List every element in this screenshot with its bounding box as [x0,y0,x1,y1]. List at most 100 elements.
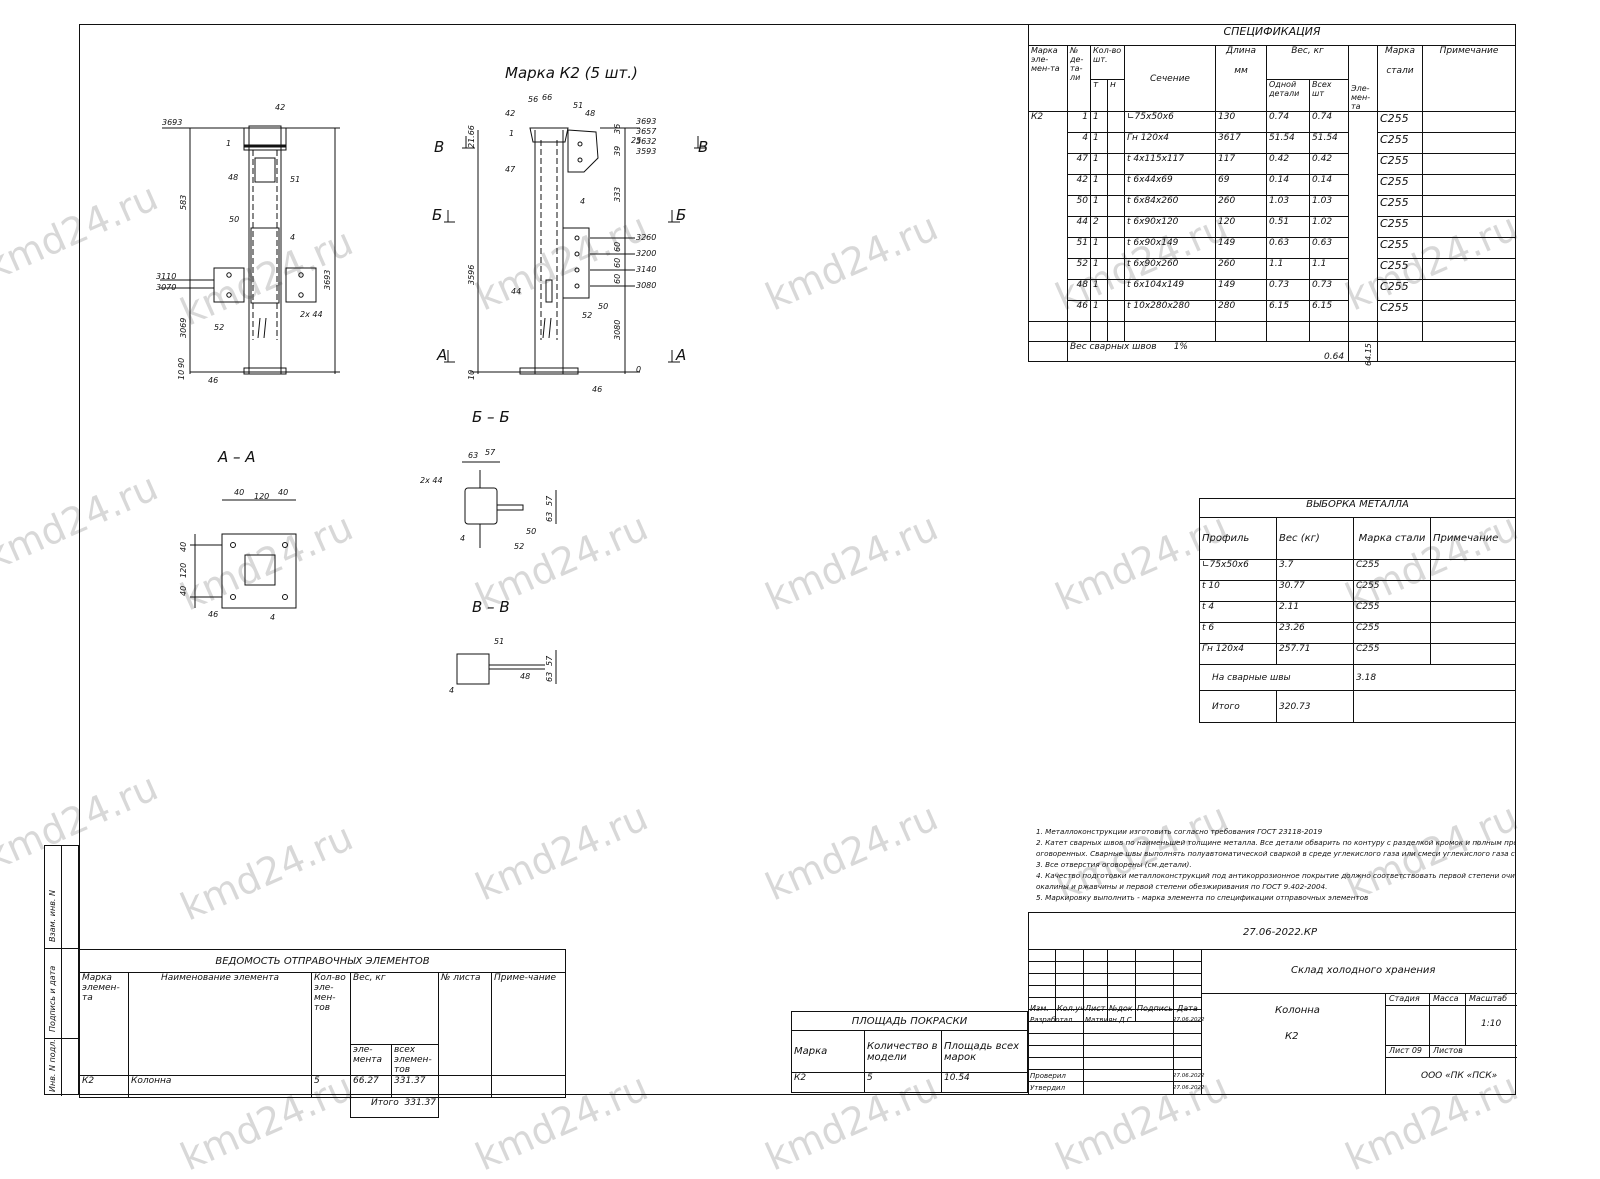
svg-text:2х 44: 2х 44 [420,476,443,485]
svg-text:3693: 3693 [162,118,182,127]
svg-text:50: 50 [526,527,536,536]
svg-text:3200: 3200 [636,249,656,258]
svg-text:Б: Б [432,206,442,224]
drawing-views: 3693 583 3693 3110 3070 3069 90 10 42 1 … [156,64,708,695]
svg-text:39: 39 [613,146,622,156]
svg-text:90: 90 [177,358,186,368]
section-vv [456,650,557,685]
metal-selection-table: ВЫБОРКА МЕТАЛЛА Профиль Вес (кг) Марка с… [1199,498,1516,723]
svg-text:40: 40 [179,542,188,552]
svg-text:56: 56 [528,95,538,104]
svg-text:А: А [436,346,447,364]
note-line: 4. Качество подготовки металлоконструкци… [1036,871,1516,880]
svg-text:3080: 3080 [613,320,622,340]
note-line: оговоренных. Сварные швы выполнять полуа… [1036,849,1516,858]
svg-text:52: 52 [214,323,224,332]
svg-text:1: 1 [509,129,514,138]
svg-text:42: 42 [505,109,515,118]
svg-text:66: 66 [542,93,552,102]
svg-text:50: 50 [229,215,239,224]
svg-text:60: 60 [613,258,622,268]
svg-text:583: 583 [179,195,188,210]
svg-text:42: 42 [275,103,285,112]
section-bb [462,461,557,548]
svg-text:3596: 3596 [467,265,476,285]
weld-weight-value: 0.64 [1324,352,1345,362]
svg-text:46: 46 [592,385,602,394]
svg-text:40: 40 [179,586,188,596]
svg-text:21.66: 21.66 [467,125,476,148]
svg-text:3593: 3593 [636,147,656,156]
svg-text:44: 44 [511,287,521,296]
svg-text:57: 57 [545,495,554,506]
svg-text:46: 46 [208,610,218,619]
svg-text:40: 40 [234,488,244,497]
svg-text:51: 51 [494,637,504,646]
side-stamp: Взам. инв. N Подпись и дата Инв. N подл. [44,845,80,1096]
svg-text:63: 63 [545,512,554,522]
svg-text:52: 52 [582,311,592,320]
svg-text:333: 333 [613,187,622,202]
svg-text:3140: 3140 [636,265,656,274]
svg-text:52: 52 [514,542,524,551]
svg-text:48: 48 [585,109,595,118]
svg-text:4: 4 [449,686,454,695]
svg-text:3693: 3693 [323,270,332,290]
title-block: 27.06-2022.КР Склад холодного хранения К… [1028,912,1517,1095]
note-line: 1. Металлоконструкции изготовить согласн… [1036,827,1323,836]
project-name: Склад холодного хранения [1291,965,1436,976]
svg-text:3080: 3080 [636,281,656,290]
svg-text:25: 25 [631,136,641,145]
svg-text:1: 1 [226,139,231,148]
section-aa-title: А – А [217,448,256,466]
svg-text:10: 10 [177,370,186,380]
note-line: окалины и ржавчины и первой степени обез… [1036,882,1328,891]
svg-text:48: 48 [520,672,530,681]
note-line: 5. Маркировку выполнить - марка элемента… [1036,893,1369,902]
section-bb-title: Б – Б [472,408,510,426]
svg-text:3693: 3693 [636,117,656,126]
svg-text:60: 60 [613,242,622,252]
svg-text:63: 63 [468,451,478,460]
svg-text:0: 0 [636,365,641,374]
svg-text:3069: 3069 [179,318,188,338]
note-line: 2. Катет сварных швов по наименьшей толщ… [1036,838,1516,847]
svg-text:Б: Б [676,206,686,224]
svg-text:48: 48 [228,173,238,182]
svg-text:50: 50 [598,302,608,311]
svg-text:3070: 3070 [156,283,176,292]
main-view-title: Марка К2 (5 шт.) [505,64,638,82]
svg-text:40: 40 [278,488,288,497]
svg-text:51: 51 [573,101,583,110]
svg-text:3657: 3657 [636,127,657,136]
svg-text:120: 120 [179,563,188,578]
drawing-code: 27.06-2022.КР [1243,927,1317,938]
svg-text:47: 47 [505,165,516,174]
svg-text:А: А [675,346,686,364]
drawing-frame [79,24,1516,1095]
paint-area-table: ПЛОЩАДЬ ПОКРАСКИ Марка Количество в моде… [791,1011,1028,1093]
svg-text:4: 4 [270,613,275,622]
element-total-weight: 64.15 [1364,343,1373,366]
svg-text:51: 51 [290,175,300,184]
svg-text:36: 36 [613,124,622,134]
svg-text:3260: 3260 [636,233,656,242]
side-view [444,127,706,375]
svg-text:2х 44: 2х 44 [300,310,323,319]
svg-text:4: 4 [290,233,295,242]
svg-text:В: В [434,138,444,156]
svg-text:46: 46 [208,376,218,385]
note-line: 3. Все отверстия оговорены (см.детали). [1036,860,1192,869]
